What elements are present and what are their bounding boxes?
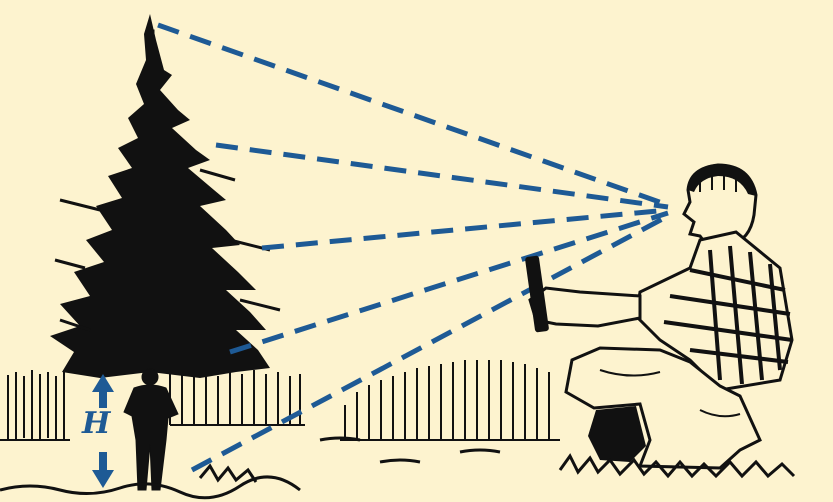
height-label: H: [82, 409, 110, 439]
